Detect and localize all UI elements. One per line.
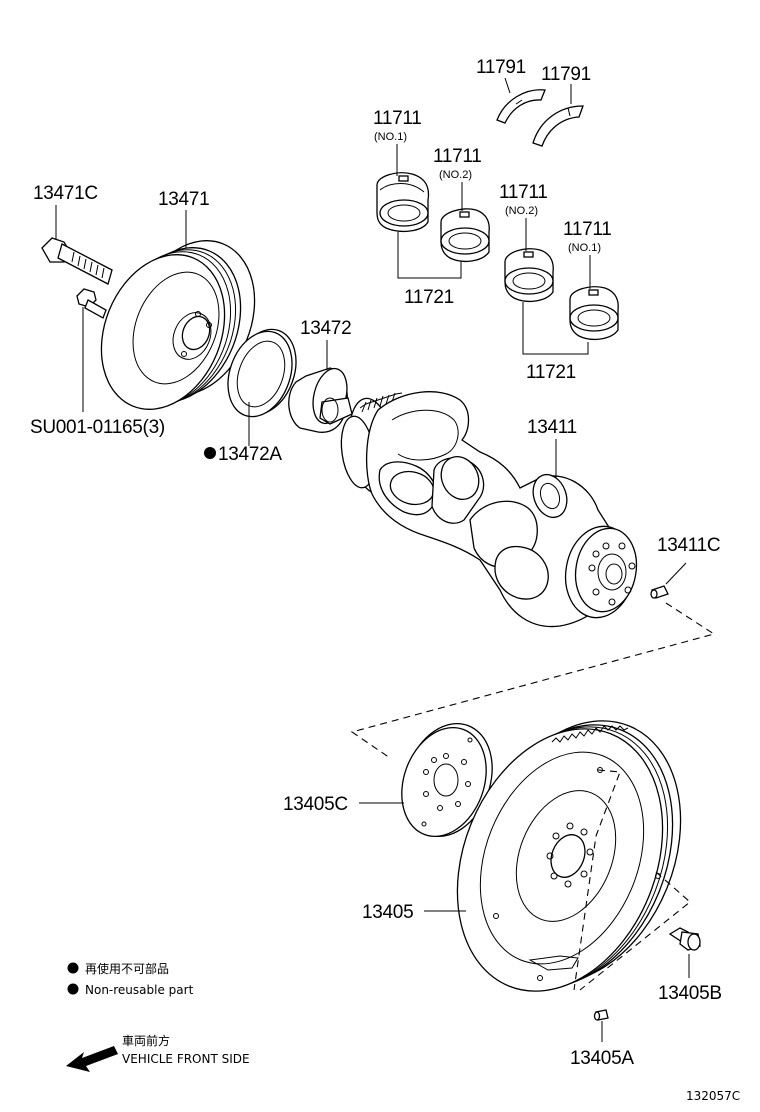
dowel-pin-13405a (593, 1009, 609, 1021)
label-13405b: 13405B (658, 983, 722, 1004)
pulley-bolt-13471c (41, 237, 113, 285)
flywheel-plate-13405c (401, 722, 493, 838)
label-13471c: 13471C (33, 183, 98, 204)
legend-dot-icon-jp (67, 962, 79, 974)
label-11711-no2-b-sub: (NO.2) (505, 205, 538, 217)
label-13405c: 13405C (283, 794, 348, 815)
label-11721-a: 11721 (404, 287, 454, 308)
bearing-11711-no2-left (440, 208, 490, 263)
label-11791-a: 11791 (476, 57, 526, 78)
non-reusable-dot-icon (204, 447, 216, 459)
bracket-11721-a (397, 232, 462, 279)
label-11711-no2-a: 11711 (433, 146, 482, 167)
direction-jp: 車両前方 (122, 1033, 170, 1048)
label-13405: 13405 (362, 902, 413, 923)
alignment-line-flywheel-a (573, 769, 621, 991)
label-13471: 13471 (158, 189, 209, 210)
label-13472: 13472 (300, 318, 351, 339)
bearing-11711-no1-right (569, 286, 619, 341)
legend-jp: 再使用不可部品 (85, 961, 169, 976)
label-su001-01165: SU001-01165(3) (30, 417, 165, 438)
figure-code: 132057C (686, 1089, 740, 1103)
label-11711-no2-a-sub: (NO.2) (439, 169, 472, 181)
label-13472a: 13472A (218, 444, 282, 465)
leader-13411c (665, 562, 687, 585)
label-13411: 13411 (527, 417, 577, 438)
crankshaft-gear-13472 (288, 367, 353, 433)
direction-en: VEHICLE FRONT SIDE (122, 1052, 250, 1066)
flywheel-bolt-13405b (668, 927, 701, 951)
crankshaft-13411 (340, 391, 638, 628)
label-11711-no1-a-sub: (NO.1) (374, 131, 407, 143)
crankshaft-pulley-13471 (100, 240, 256, 410)
thrust-washer-11791-a (496, 89, 546, 124)
leader-11791-a (504, 77, 511, 94)
oil-seal-13472a (227, 328, 297, 418)
bracket-11721-b (522, 302, 589, 355)
label-13411c: 13411C (657, 535, 720, 556)
label-13405a: 13405A (570, 1048, 634, 1069)
vehicle-front-arrow-icon (66, 1046, 118, 1072)
flywheel-13405 (456, 720, 682, 992)
dowel-pin-13411c (650, 585, 669, 599)
legend-en: Non-reusable part (85, 983, 194, 997)
bearing-11711-no1-left (376, 172, 430, 233)
legend-dot-icon-en (67, 983, 79, 995)
bolt-su001-01165 (76, 288, 107, 319)
label-11791-b: 11791 (541, 64, 591, 85)
label-11711-no1-b: 11711 (563, 219, 612, 240)
label-11711-no2-b: 11711 (499, 182, 548, 203)
bearing-11711-no2-right (504, 248, 554, 303)
label-11711-no1-a: 11711 (373, 108, 422, 129)
label-11721-b: 11721 (526, 362, 576, 383)
thrust-washer-11791-b (532, 105, 584, 147)
label-11711-no1-b-sub: (NO.1) (568, 242, 601, 254)
alignment-line-flywheel-b (579, 871, 691, 991)
alignment-line-crank-to-plate (350, 602, 716, 759)
